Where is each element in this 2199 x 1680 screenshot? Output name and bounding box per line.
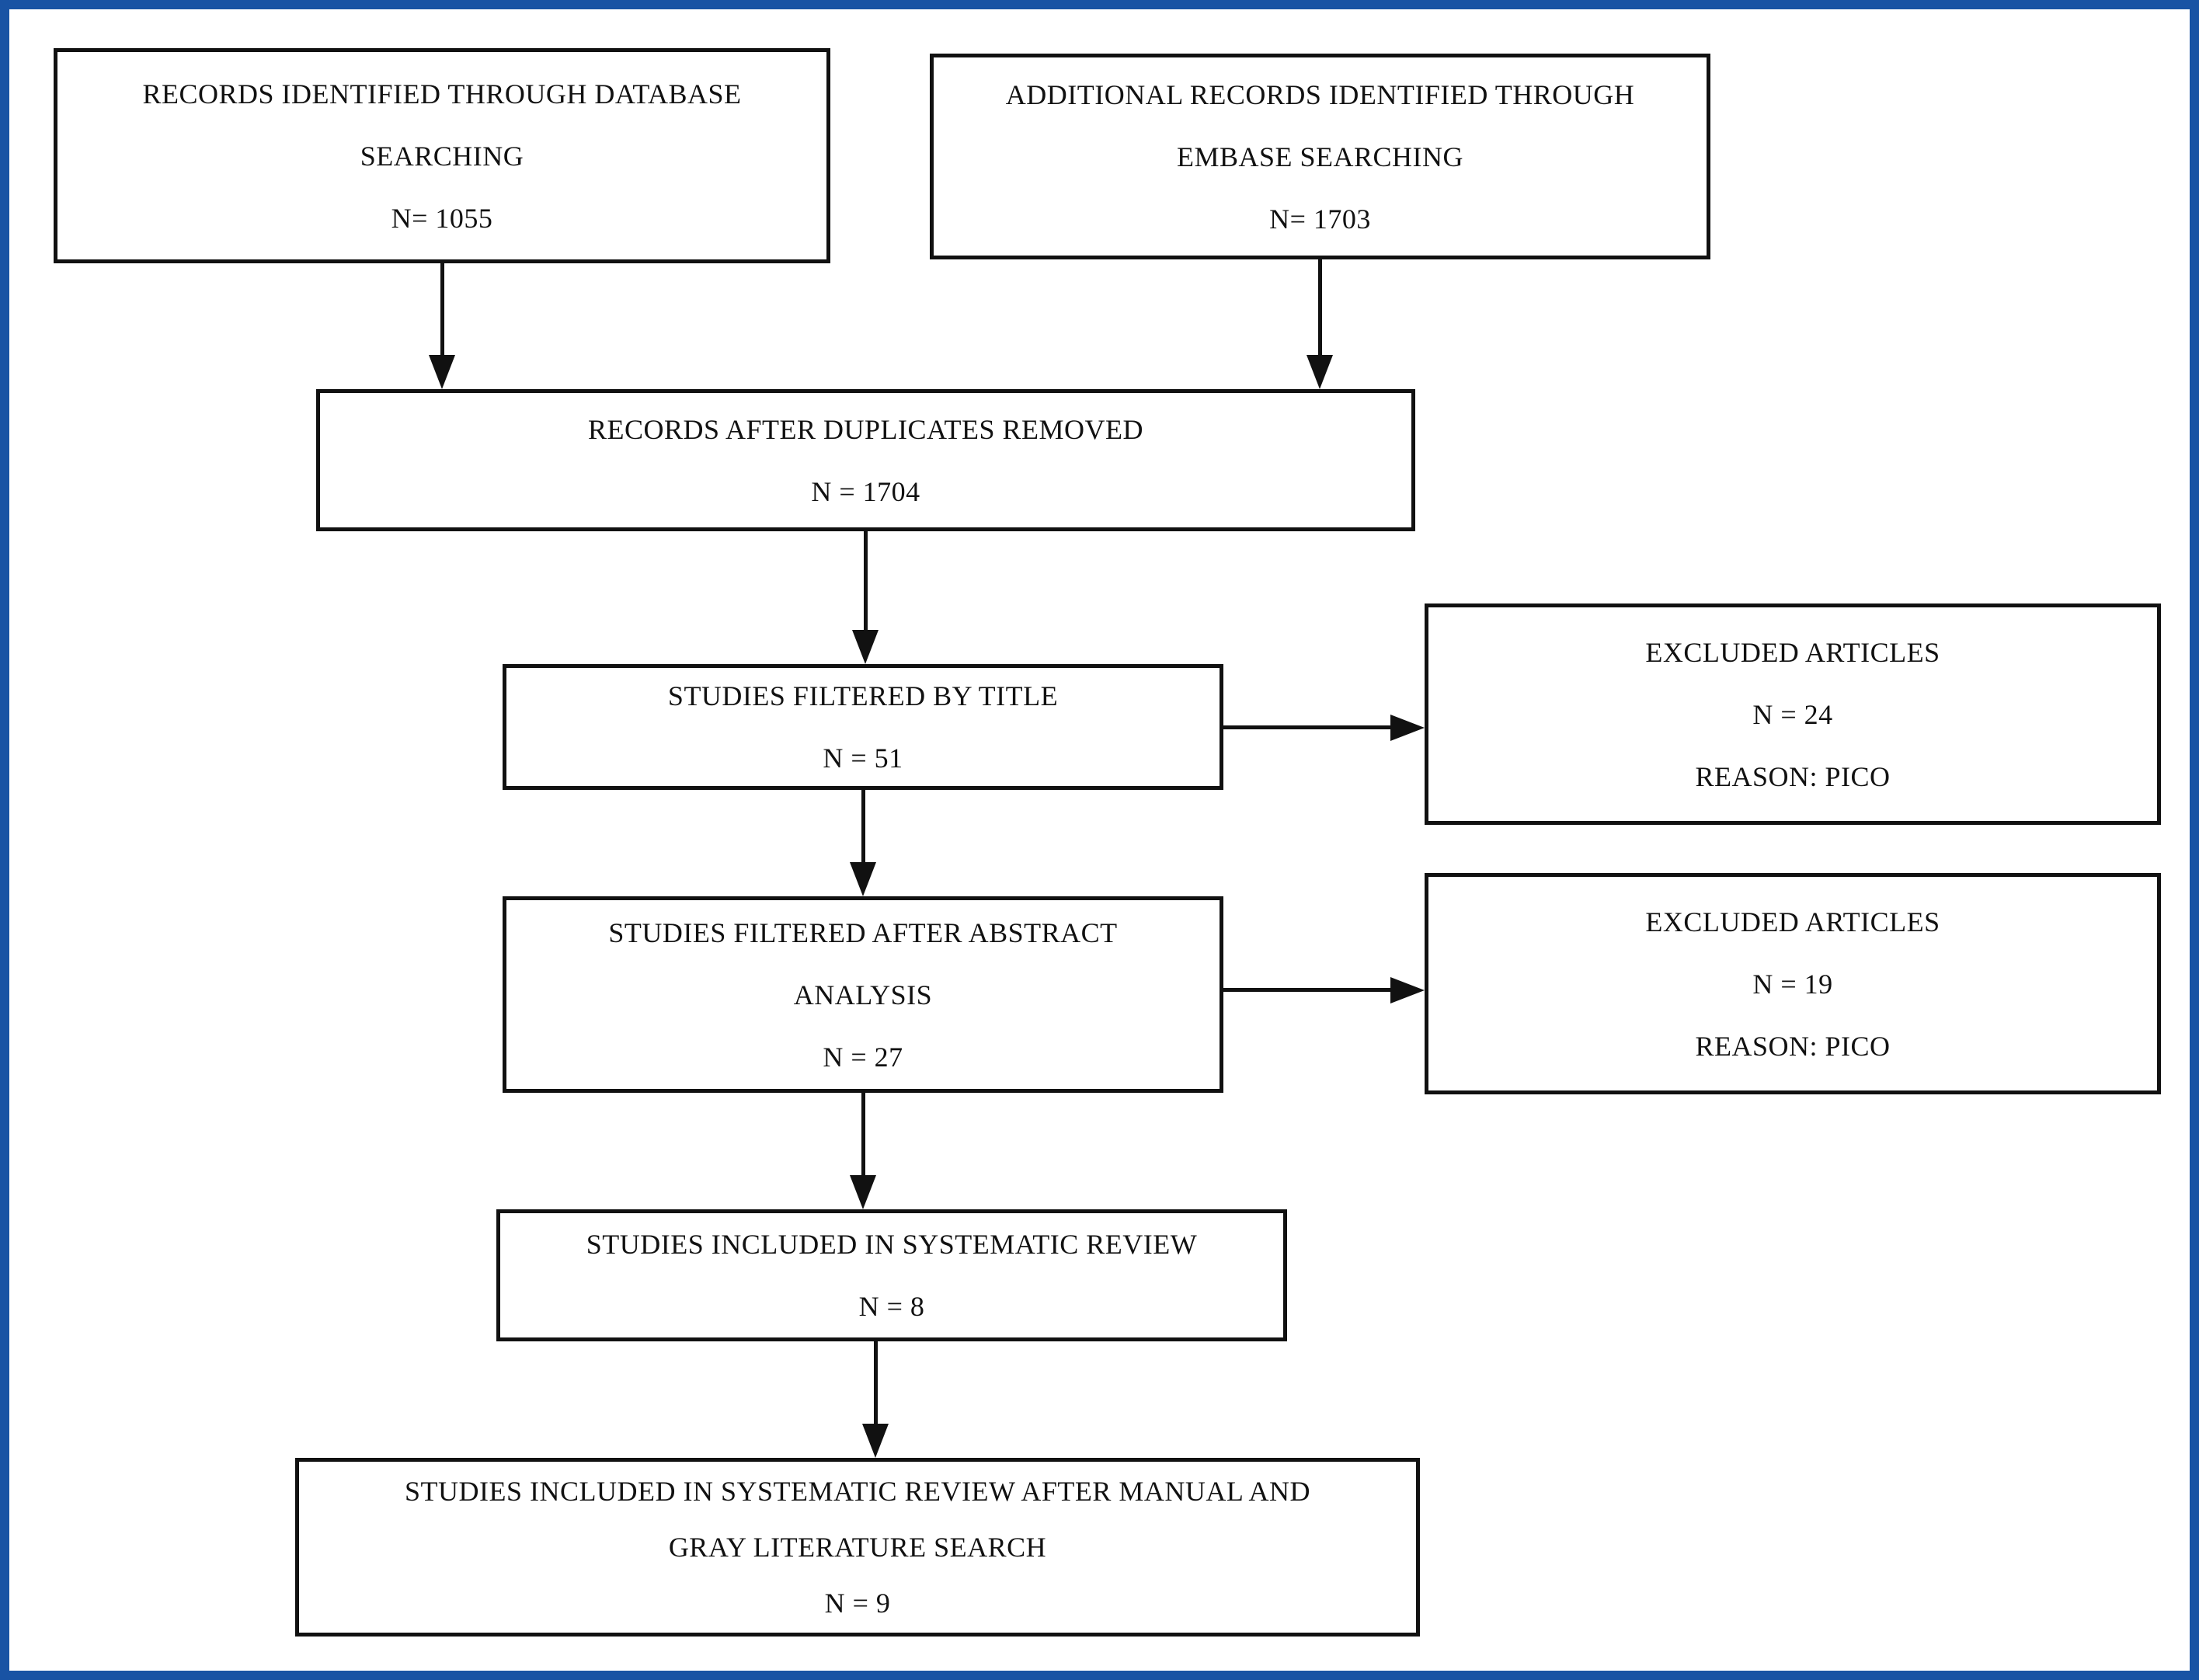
box-filtered-by-title: STUDIES FILTERED BY TITLE N = 51: [503, 664, 1223, 790]
box-label-line: EXCLUDED ARTICLES: [1645, 636, 1940, 668]
box-label-line: RECORDS IDENTIFIED THROUGH DATABASE: [142, 78, 742, 110]
box-included-systematic-review: STUDIES INCLUDED IN SYSTEMATIC REVIEW N …: [496, 1209, 1287, 1341]
box-reason: REASON: PICO: [1695, 760, 1891, 792]
arrow-embase-to-duplicates: [1318, 259, 1322, 355]
box-count: N = 24: [1752, 698, 1833, 730]
box-count: N= 1703: [1269, 203, 1371, 235]
box-additional-records-embase: ADDITIONAL RECORDS IDENTIFIED THROUGH EM…: [930, 54, 1710, 259]
box-label-line: EXCLUDED ARTICLES: [1645, 906, 1940, 937]
arrow-title-to-abstract: [861, 790, 865, 862]
box-label-line: RECORDS AFTER DUPLICATES REMOVED: [587, 413, 1144, 445]
box-label-line: SEARCHING: [360, 140, 524, 172]
box-label-line: STUDIES INCLUDED IN SYSTEMATIC REVIEW: [586, 1229, 1198, 1260]
box-count: N= 1055: [391, 202, 493, 234]
arrowhead-embase-to-duplicates: [1307, 355, 1333, 389]
box-count: N = 27: [823, 1041, 903, 1073]
box-label-line: STUDIES FILTERED BY TITLE: [667, 680, 1059, 711]
arrow-abstract-to-excluded: [1223, 988, 1390, 992]
arrowhead-abstract-to-excluded: [1390, 977, 1425, 1003]
box-reason: REASON: PICO: [1695, 1030, 1891, 1062]
box-records-database-searching: RECORDS IDENTIFIED THROUGH DATABASE SEAR…: [54, 48, 830, 263]
box-label-line: GRAY LITERATURE SEARCH: [668, 1532, 1047, 1563]
arrow-included-to-final: [874, 1341, 878, 1424]
box-filtered-after-abstract: STUDIES FILTERED AFTER ABSTRACT ANALYSIS…: [503, 896, 1223, 1093]
box-label-line: EMBASE SEARCHING: [1176, 141, 1464, 172]
box-included-after-gray-literature: STUDIES INCLUDED IN SYSTEMATIC REVIEW AF…: [295, 1458, 1420, 1637]
arrow-abstract-to-included: [861, 1093, 865, 1175]
box-excluded-articles-title: EXCLUDED ARTICLES N = 24 REASON: PICO: [1425, 603, 2161, 825]
box-label-line: STUDIES INCLUDED IN SYSTEMATIC REVIEW AF…: [405, 1476, 1310, 1507]
arrowhead-title-to-abstract: [850, 862, 876, 896]
arrow-duplicates-to-title: [864, 531, 868, 630]
arrow-db-to-duplicates: [440, 263, 444, 355]
arrowhead-included-to-final: [862, 1424, 889, 1458]
box-label-line: ANALYSIS: [793, 979, 933, 1010]
box-label-line: ADDITIONAL RECORDS IDENTIFIED THROUGH: [1005, 78, 1635, 110]
box-count: N = 19: [1752, 968, 1833, 1000]
arrowhead-duplicates-to-title: [852, 630, 879, 664]
box-duplicates-removed: RECORDS AFTER DUPLICATES REMOVED N = 170…: [316, 389, 1415, 531]
box-label-line: STUDIES FILTERED AFTER ABSTRACT: [608, 917, 1118, 948]
box-count: N = 9: [824, 1588, 891, 1619]
arrowhead-title-to-excluded: [1390, 715, 1425, 741]
arrowhead-db-to-duplicates: [429, 355, 455, 389]
box-count: N = 51: [823, 743, 903, 774]
box-count: N = 8: [858, 1291, 925, 1322]
box-excluded-articles-abstract: EXCLUDED ARTICLES N = 19 REASON: PICO: [1425, 873, 2161, 1094]
arrow-title-to-excluded: [1223, 725, 1390, 729]
box-count: N = 1704: [811, 475, 920, 507]
arrowhead-abstract-to-included: [850, 1175, 876, 1209]
